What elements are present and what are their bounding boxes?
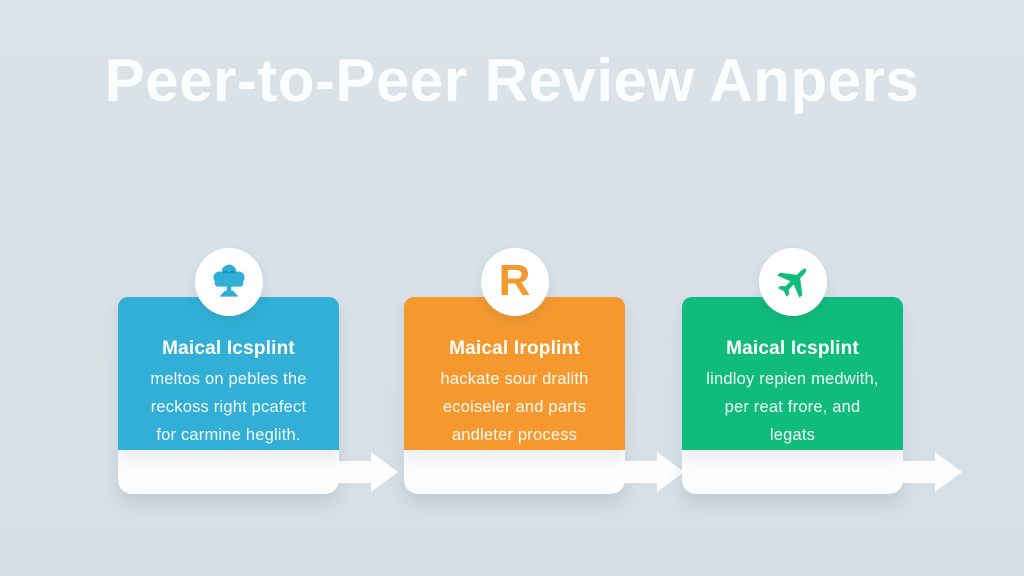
step-1-arrow-bar xyxy=(118,450,398,494)
letter-r-icon: R xyxy=(498,256,531,305)
step-2-body-line: ecoiseler and parts xyxy=(442,398,587,416)
airplane-icon xyxy=(763,252,822,311)
right-arrow-icon xyxy=(657,452,684,492)
step-1-body-line: meltos on pebles the xyxy=(150,370,307,388)
step-2-body-line: andleter process xyxy=(451,426,578,444)
step-2-body-line: hackate sour dralith xyxy=(440,370,589,388)
right-arrow-icon xyxy=(901,461,936,483)
step-3-arrow-bar xyxy=(682,450,962,494)
step-2-icon-circle: R xyxy=(480,248,549,316)
step-1-icon-circle xyxy=(194,248,263,316)
step-3-icon-circle xyxy=(758,248,827,316)
tree-icon xyxy=(207,260,251,304)
step-1-body-line: for carmine heglith. xyxy=(156,426,301,444)
step-3-body-line: lindloy repien medwith, xyxy=(706,370,879,388)
step-2-arrow-bar xyxy=(404,450,684,494)
step-3-body-line: legats xyxy=(769,426,816,444)
step-3-heading: Maical Icsplint xyxy=(726,338,859,359)
page-title: Peer-to-Peer Review Anpers xyxy=(104,47,920,114)
step-1-body: meltos on pebles the reckoss right pcafe… xyxy=(127,365,330,449)
step-2-card: Maical Iroplint hackate sour dralith eco… xyxy=(404,297,625,450)
step-3-body: lindloy repien medwith, per reat frore, … xyxy=(691,365,894,449)
step-2-body: hackate sour dralith ecoiseler and parts… xyxy=(413,365,616,449)
step-1-body-line: reckoss right pcafect xyxy=(150,398,307,416)
right-arrow-icon xyxy=(337,461,372,483)
right-arrow-icon xyxy=(371,452,398,492)
step-3-body-line: per reat frore, and xyxy=(724,398,861,416)
step-3-card: Maical Icsplint lindloy repien medwith, … xyxy=(682,297,903,450)
right-arrow-icon xyxy=(623,461,658,483)
step-2-heading: Maical Iroplint xyxy=(449,338,580,359)
step-1-card: Maical Icsplint meltos on pebles the rec… xyxy=(118,297,339,450)
right-arrow-icon xyxy=(935,452,962,492)
step-1-heading: Maical Icsplint xyxy=(162,338,295,359)
